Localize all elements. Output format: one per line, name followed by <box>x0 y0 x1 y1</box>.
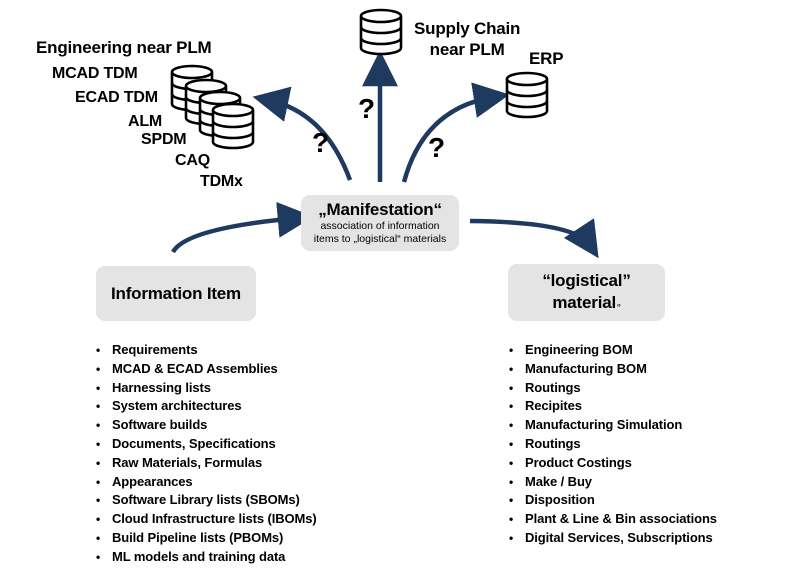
list-item: Make / Buy <box>509 473 717 492</box>
logistical-material-title-2: material‹› <box>552 293 621 312</box>
manifestation-box: „Manifestation“ association of informati… <box>301 195 459 251</box>
database-icon <box>505 71 549 119</box>
supply-chain-label: Supply Chain near PLM <box>414 19 521 59</box>
arrow-manifestation-to-material <box>469 218 599 259</box>
list-item: Manufacturing BOM <box>509 360 717 379</box>
list-item: Product Costings <box>509 454 717 473</box>
plm-item-spdm: SPDM <box>141 131 187 148</box>
plm-item-caq: CAQ <box>175 152 210 169</box>
plm-item-alm: ALM <box>128 113 163 130</box>
plm-title: Engineering near PLM <box>36 38 212 57</box>
information-item-list: Requirements MCAD & ECAD Assemblies Harn… <box>96 341 317 567</box>
list-item: Routings <box>509 435 717 454</box>
list-item: ML models and training data <box>96 548 317 567</box>
list-item: System architectures <box>96 397 317 416</box>
list-item: Routings <box>509 379 717 398</box>
list-item: Plant & Line & Bin associations <box>509 510 717 529</box>
information-item-box: Information Item <box>96 266 256 321</box>
arrow-info-to-manifestation <box>171 201 314 254</box>
list-item: Documents, Specifications <box>96 435 317 454</box>
list-item: Digital Services, Subscriptions <box>509 529 717 548</box>
database-icon <box>359 8 403 56</box>
erp-label: ERP <box>529 49 564 68</box>
information-item-title: Information Item <box>111 284 241 303</box>
footnote-mark: ‹› <box>617 303 621 309</box>
list-item: Build Pipeline lists (PBOMs) <box>96 529 317 548</box>
list-item: Software builds <box>96 416 317 435</box>
list-item: Harnessing lists <box>96 379 317 398</box>
manifestation-subtitle-1: association of information <box>320 220 440 232</box>
list-item: Software Library lists (SBOMs) <box>96 491 317 510</box>
arrow-to-erp <box>401 82 510 183</box>
list-item: Manufacturing Simulation <box>509 416 717 435</box>
list-item: Raw Materials, Formulas <box>96 454 317 473</box>
manifestation-title: „Manifestation“ <box>318 200 442 219</box>
list-item: Disposition <box>509 491 717 510</box>
question-mark-plm: ? <box>312 127 330 158</box>
list-item: Engineering BOM <box>509 341 717 360</box>
question-mark-erp: ? <box>428 132 446 163</box>
plm-item-ecad: ECAD TDM <box>75 89 158 106</box>
list-item: Requirements <box>96 341 317 360</box>
plm-item-tdmx: TDMx <box>200 173 243 190</box>
database-icon <box>211 102 255 150</box>
manifestation-subtitle-2: items to „logistical“ materials <box>313 233 447 245</box>
logistical-material-title-1: “logistical” <box>542 271 631 290</box>
question-mark-supply-chain: ? <box>358 93 376 124</box>
list-item: Appearances <box>96 473 317 492</box>
logistical-material-box: “logistical” material‹› <box>508 264 665 321</box>
list-item: Recipites <box>509 397 717 416</box>
list-item: MCAD & ECAD Assemblies <box>96 360 317 379</box>
logistical-material-list: Engineering BOM Manufacturing BOM Routin… <box>509 341 717 548</box>
arrow-to-plm <box>252 86 353 181</box>
list-item: Cloud Infrastructure lists (IBOMs) <box>96 510 317 529</box>
plm-item-mcad: MCAD TDM <box>52 65 138 82</box>
